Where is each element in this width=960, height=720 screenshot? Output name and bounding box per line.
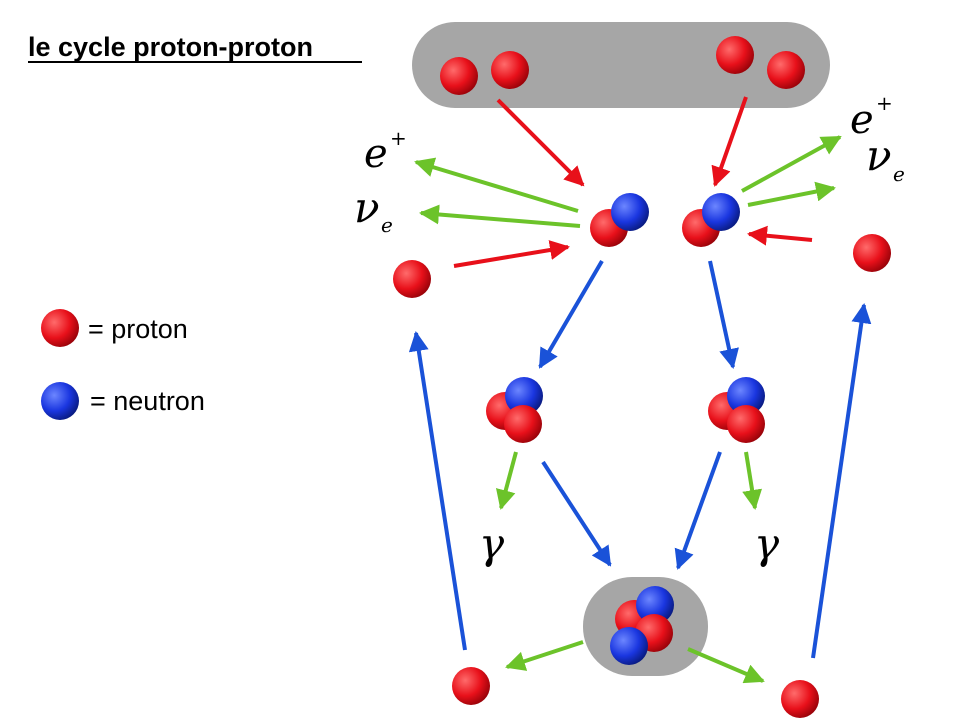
legend-neutron-label: = neutron [90,386,205,416]
proton [452,667,490,705]
red-arrow [496,98,585,187]
blue-arrow [674,451,722,570]
proton [716,36,754,74]
legend: = proton = neutron [41,309,205,420]
gamma-label-left: γ [479,519,505,568]
neutrino-subscript: e [381,213,393,237]
neutrino-label-right: ν e [866,131,905,186]
positron-symbol: e [850,97,874,143]
proton-group-box [412,22,830,108]
green-arrow [495,451,518,510]
neutrino-symbol: ν [866,131,892,180]
red-arrow [711,96,748,187]
green-arrow [741,135,842,193]
green-arrow [419,204,581,228]
positron-label-right: e + [850,91,893,143]
deuterium-nucleus [590,193,649,247]
proton [491,51,529,89]
neutron [727,377,765,415]
helium3-nucleus [708,377,765,443]
neutron [610,627,648,665]
legend-proton-label: = proton [88,314,188,344]
proton [767,51,805,89]
green-arrow [687,647,765,684]
neutron [611,193,649,231]
legend-proton-swatch [41,309,79,347]
green-arrow [747,181,836,207]
red-arrow [747,225,813,246]
green-arrow [742,451,763,510]
legend-neutron-swatch [41,382,79,420]
red-arrow [453,240,570,268]
deuterium-nucleus [682,193,740,247]
helium4-nucleus [610,586,674,665]
green-arrow [414,157,579,213]
proton [393,260,431,298]
proton [440,57,478,95]
blue-arrow [811,303,872,659]
blue-arrow [538,259,604,369]
diagram-title: le cycle proton-proton [28,32,313,62]
blue-arrow [408,331,467,651]
proton [504,405,542,443]
neutrino-symbol: ν [354,183,380,232]
neutron [636,586,674,624]
neutrino-label-left: ν e [354,183,393,237]
proton [727,405,765,443]
arrows [408,96,872,684]
proton [853,234,891,272]
neutron [505,377,543,415]
blue-arrow [541,460,612,567]
particles [393,36,891,718]
positron-label-left: e + [364,126,407,177]
blue-arrow [708,260,739,369]
neutron [702,193,740,231]
green-arrow [505,640,584,671]
positron-symbol: e [364,131,388,177]
proton [781,680,819,718]
neutrino-subscript: e [893,162,905,186]
gamma-label-right: γ [754,519,780,568]
positron-charge: + [390,126,407,150]
helium3-nucleus [486,377,543,443]
positron-charge: + [876,91,893,115]
